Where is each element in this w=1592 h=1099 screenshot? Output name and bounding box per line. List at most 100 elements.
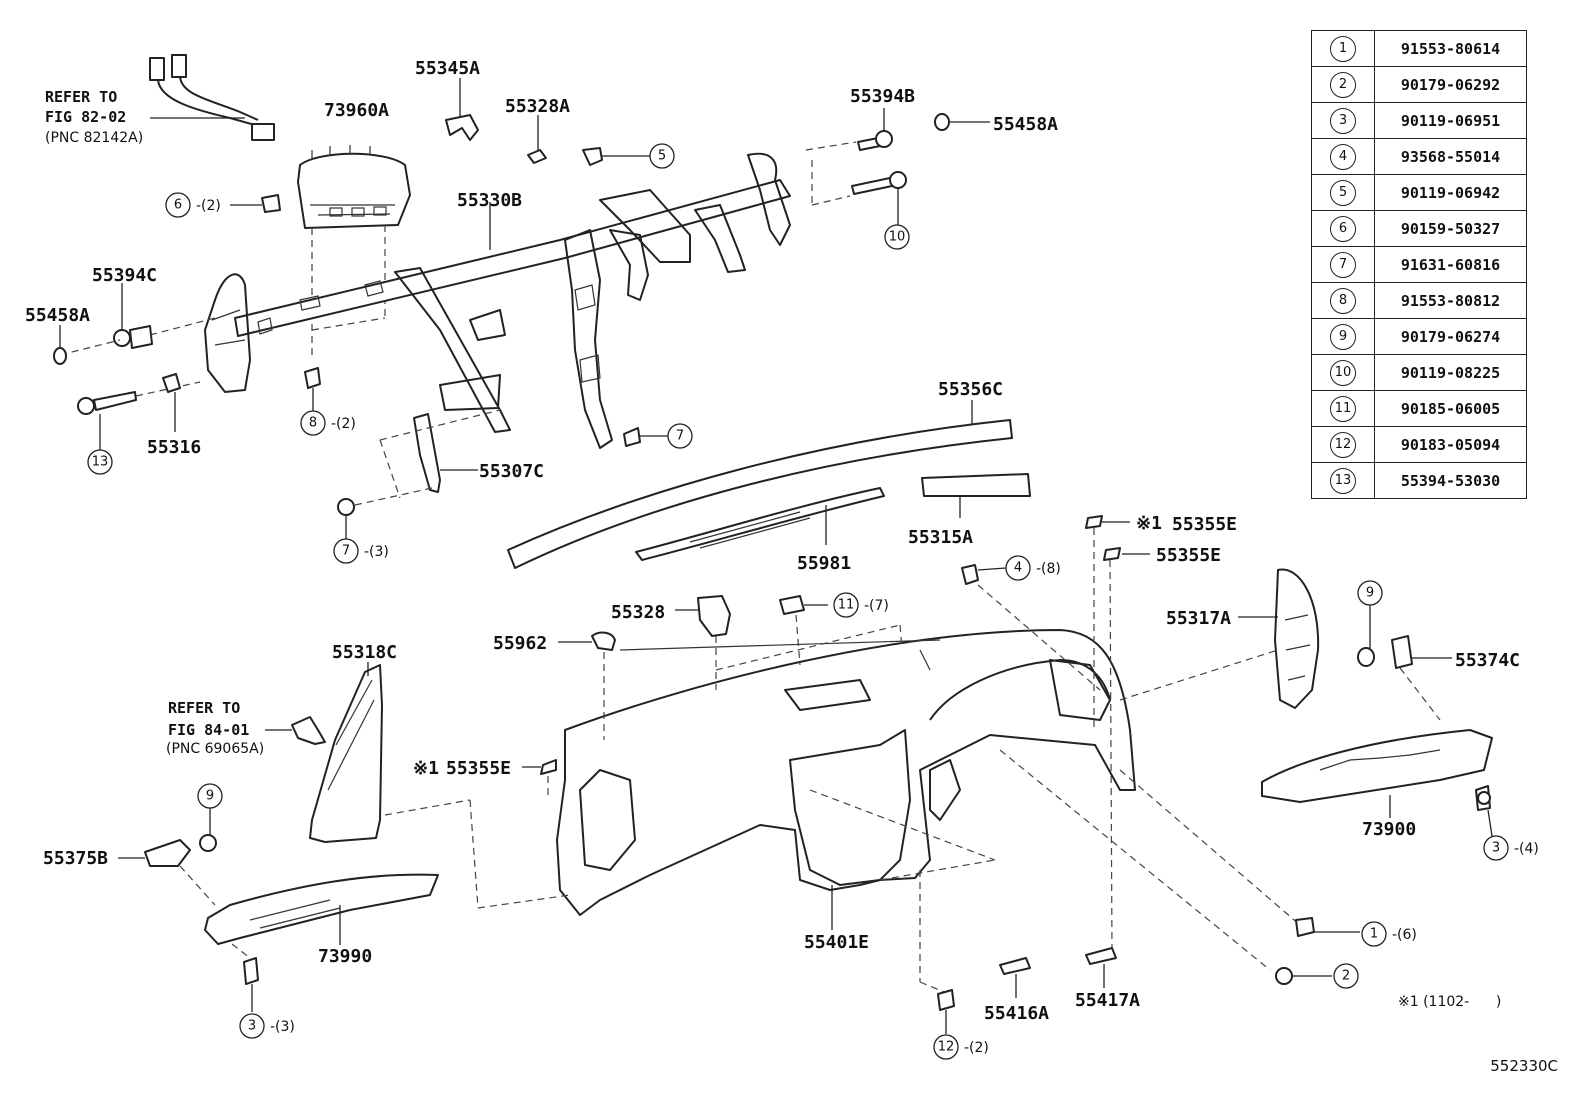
clip-55416A-drawing: [999, 957, 1031, 975]
svg-text:-(4): -(4): [1514, 841, 1539, 857]
svg-text:10: 10: [889, 230, 906, 245]
svg-text:(PNC 69065A): (PNC 69065A): [166, 741, 264, 757]
callout-4: 4-(8): [1005, 555, 1061, 581]
instrument-panel-reinforcement-drawing: [204, 152, 791, 449]
legend-callout-number: 6: [1330, 215, 1356, 242]
label-55394C: 55394C: [92, 265, 157, 286]
label-55981: 55981: [797, 553, 851, 574]
svg-text:7: 7: [342, 544, 350, 559]
svg-text:FIG 84-01: FIG 84-01: [168, 721, 249, 739]
clip-55316-drawing: [162, 373, 181, 393]
callout-11: 11 -(7): [833, 592, 889, 618]
legend-part-number: 90119-06942: [1374, 174, 1527, 211]
glove-box-73990-drawing: [204, 873, 439, 945]
callout-10: 10: [884, 224, 910, 250]
diagram-code: 552330C: [1490, 1057, 1558, 1075]
svg-text:-(3): -(3): [364, 544, 389, 560]
callout-9-left: 9: [197, 783, 223, 809]
svg-text:1: 1: [1370, 927, 1378, 942]
label-55318C: 55318C: [332, 642, 397, 663]
legend-callout-number: 5: [1330, 179, 1356, 206]
vent-panel-55981-drawing: [635, 487, 885, 561]
legend-part-number: 90185-06005: [1374, 390, 1527, 427]
svg-text:-(8): -(8): [1036, 561, 1061, 577]
legend-callout-number: 12: [1330, 431, 1356, 458]
bracket-55345A-drawing: [445, 114, 479, 141]
label-55345A: 55345A: [415, 58, 480, 79]
legend-callout-number: 1: [1330, 35, 1356, 62]
legend-part-number: 90183-05094: [1374, 426, 1527, 463]
svg-text:6: 6: [174, 198, 182, 213]
svg-text:-(7): -(7): [864, 598, 889, 614]
bracket-55374C-drawing: [1391, 635, 1413, 669]
side-panel-55317A-drawing: [1274, 568, 1320, 709]
svg-text:FIG 82-02: FIG 82-02: [45, 108, 126, 126]
svg-text:-(3): -(3): [270, 1019, 295, 1035]
wire-harness-drawing: [149, 54, 275, 141]
callout-5: 5: [649, 143, 675, 169]
svg-text:REFER TO: REFER TO: [45, 88, 117, 106]
label-55417A: 55417A: [1075, 990, 1140, 1011]
callout-7-a: 7: [667, 423, 693, 449]
callout-9-right: 9: [1357, 580, 1383, 606]
callout-13: 13: [87, 449, 113, 475]
legend-part-number: 93568-55014: [1374, 138, 1527, 175]
svg-text:-(2): -(2): [196, 198, 221, 214]
label-55315A: 55315A: [908, 527, 973, 548]
label-55401E: 55401E: [804, 932, 869, 953]
svg-text:-(2): -(2): [964, 1040, 989, 1056]
instrument-panel-drawing: [556, 629, 1136, 916]
legend-part-number: 91553-80812: [1374, 282, 1527, 319]
label-55316: 55316: [147, 437, 201, 458]
callout-8: 8-(2): [300, 410, 356, 436]
label-55356C: 55356C: [938, 379, 1003, 400]
legend-row: 4 93568-55014: [1311, 138, 1527, 175]
callout-3-right: 3 -(4): [1483, 835, 1539, 861]
legend-callout-number: 2: [1330, 71, 1356, 98]
legend-part-number: 90179-06274: [1374, 318, 1527, 355]
svg-text:9: 9: [1366, 586, 1374, 601]
svg-text:-(6): -(6): [1392, 927, 1417, 943]
airbag-module-drawing: [297, 145, 411, 229]
svg-text:9: 9: [206, 789, 214, 804]
svg-text:11: 11: [838, 598, 855, 613]
clip-55355E-drawing: [540, 759, 557, 775]
svg-text:3: 3: [1492, 841, 1500, 856]
label-55328A: 55328A: [505, 96, 570, 117]
reference-note-glove-box: REFER TO FIG 84-01 (PNC 69065A): [166, 699, 264, 757]
legend-part-number: 55394-53030: [1374, 462, 1527, 499]
svg-text:7: 7: [676, 429, 684, 444]
pad-55315A-drawing: [921, 473, 1031, 497]
legend-callout-number: 10: [1330, 359, 1356, 386]
svg-text:2: 2: [1342, 969, 1350, 984]
label-55355E-b: 55355E: [1156, 545, 1221, 566]
label-73990: 73990: [318, 946, 372, 967]
legend-callout-number: 3: [1330, 107, 1356, 134]
label-55355E-a: 55355E: [1172, 514, 1237, 535]
bracket-55307C-drawing: [413, 413, 441, 493]
svg-text:-(2): -(2): [331, 416, 356, 432]
callout-12: 12-(2): [933, 1034, 989, 1060]
bracket-55328-drawing: [697, 595, 731, 637]
clip-55962-drawing: [591, 631, 616, 651]
legend-callout-number: 4: [1330, 143, 1356, 170]
legend-part-number: 90179-06292: [1374, 66, 1527, 103]
label-55355E-c: 55355E: [446, 758, 511, 779]
glove-box-73900-drawing: [1261, 729, 1493, 803]
legend-part-number: 90119-08225: [1374, 354, 1527, 391]
label-55394B: 55394B: [850, 86, 915, 107]
label-55458A-top: 55458A: [993, 114, 1058, 135]
bracket-55375B-drawing: [144, 839, 191, 867]
callout-1: 1 -(6): [1361, 921, 1417, 947]
clip-55417A-drawing: [1085, 947, 1117, 965]
garnish-55356C-drawing: [507, 419, 1013, 569]
label-73900: 73900: [1362, 819, 1416, 840]
label-55307C: 55307C: [479, 461, 544, 482]
label-55330B: 55330B: [457, 190, 522, 211]
